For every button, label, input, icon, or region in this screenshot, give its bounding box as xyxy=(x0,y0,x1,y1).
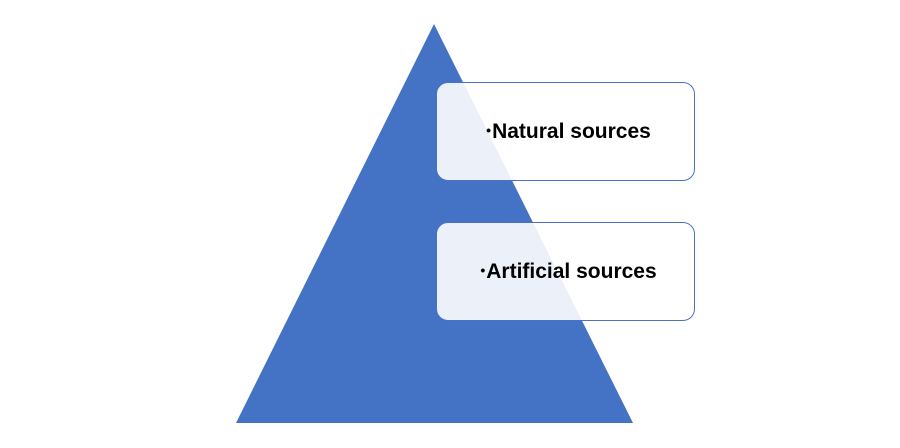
list-box-artificial-sources: •Artificial sources xyxy=(436,222,695,321)
list-item-text: •Artificial sources xyxy=(480,260,656,284)
list-item-label: Artificial sources xyxy=(486,259,657,283)
bullet-icon: • xyxy=(480,261,486,278)
list-item-label: Natural sources xyxy=(492,119,651,143)
list-item-text: •Natural sources xyxy=(486,120,651,144)
bullet-icon: • xyxy=(486,121,492,138)
pyramid-triangle xyxy=(236,24,633,423)
list-box-natural-sources: •Natural sources xyxy=(436,82,695,181)
